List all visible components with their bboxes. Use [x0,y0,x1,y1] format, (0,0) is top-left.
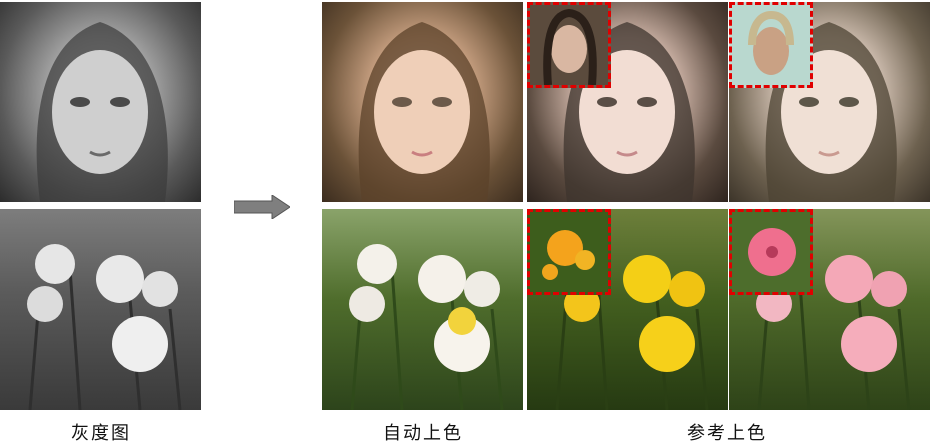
reference-flower-inset-2 [729,209,813,295]
reference-flower-inset-1 [527,209,611,295]
flower-illustration [756,255,911,410]
caption-reference-colorization: 参考上色 [687,423,767,444]
grayscale-face-image [0,2,201,202]
reference-face-thumbnail [530,5,608,85]
reference-flower-thumbnail [732,212,810,292]
flower-illustration [349,244,504,410]
auto-colorized-flower-image [322,209,523,410]
caption-auto-colorization: 自动上色 [383,423,463,444]
face-illustration [358,22,490,202]
arrow-icon [234,195,290,219]
grayscale-flower-image [0,209,201,410]
flower-illustration [27,244,182,410]
caption-grayscale: 灰度图 [71,423,131,444]
reference-colorized-flower-image-1 [527,209,728,410]
reference-flower-thumbnail [530,212,608,292]
reference-colorized-flower-image-2 [729,209,930,410]
flower-illustration [555,255,709,410]
reference-face-inset-1 [527,2,611,88]
reference-colorized-face-image-2 [729,2,930,202]
reference-colorized-face-image-1 [527,2,728,202]
face-illustration [36,22,168,202]
reference-face-inset-2 [729,2,813,88]
auto-colorized-face-image [322,2,523,202]
reference-face-thumbnail [732,5,810,85]
